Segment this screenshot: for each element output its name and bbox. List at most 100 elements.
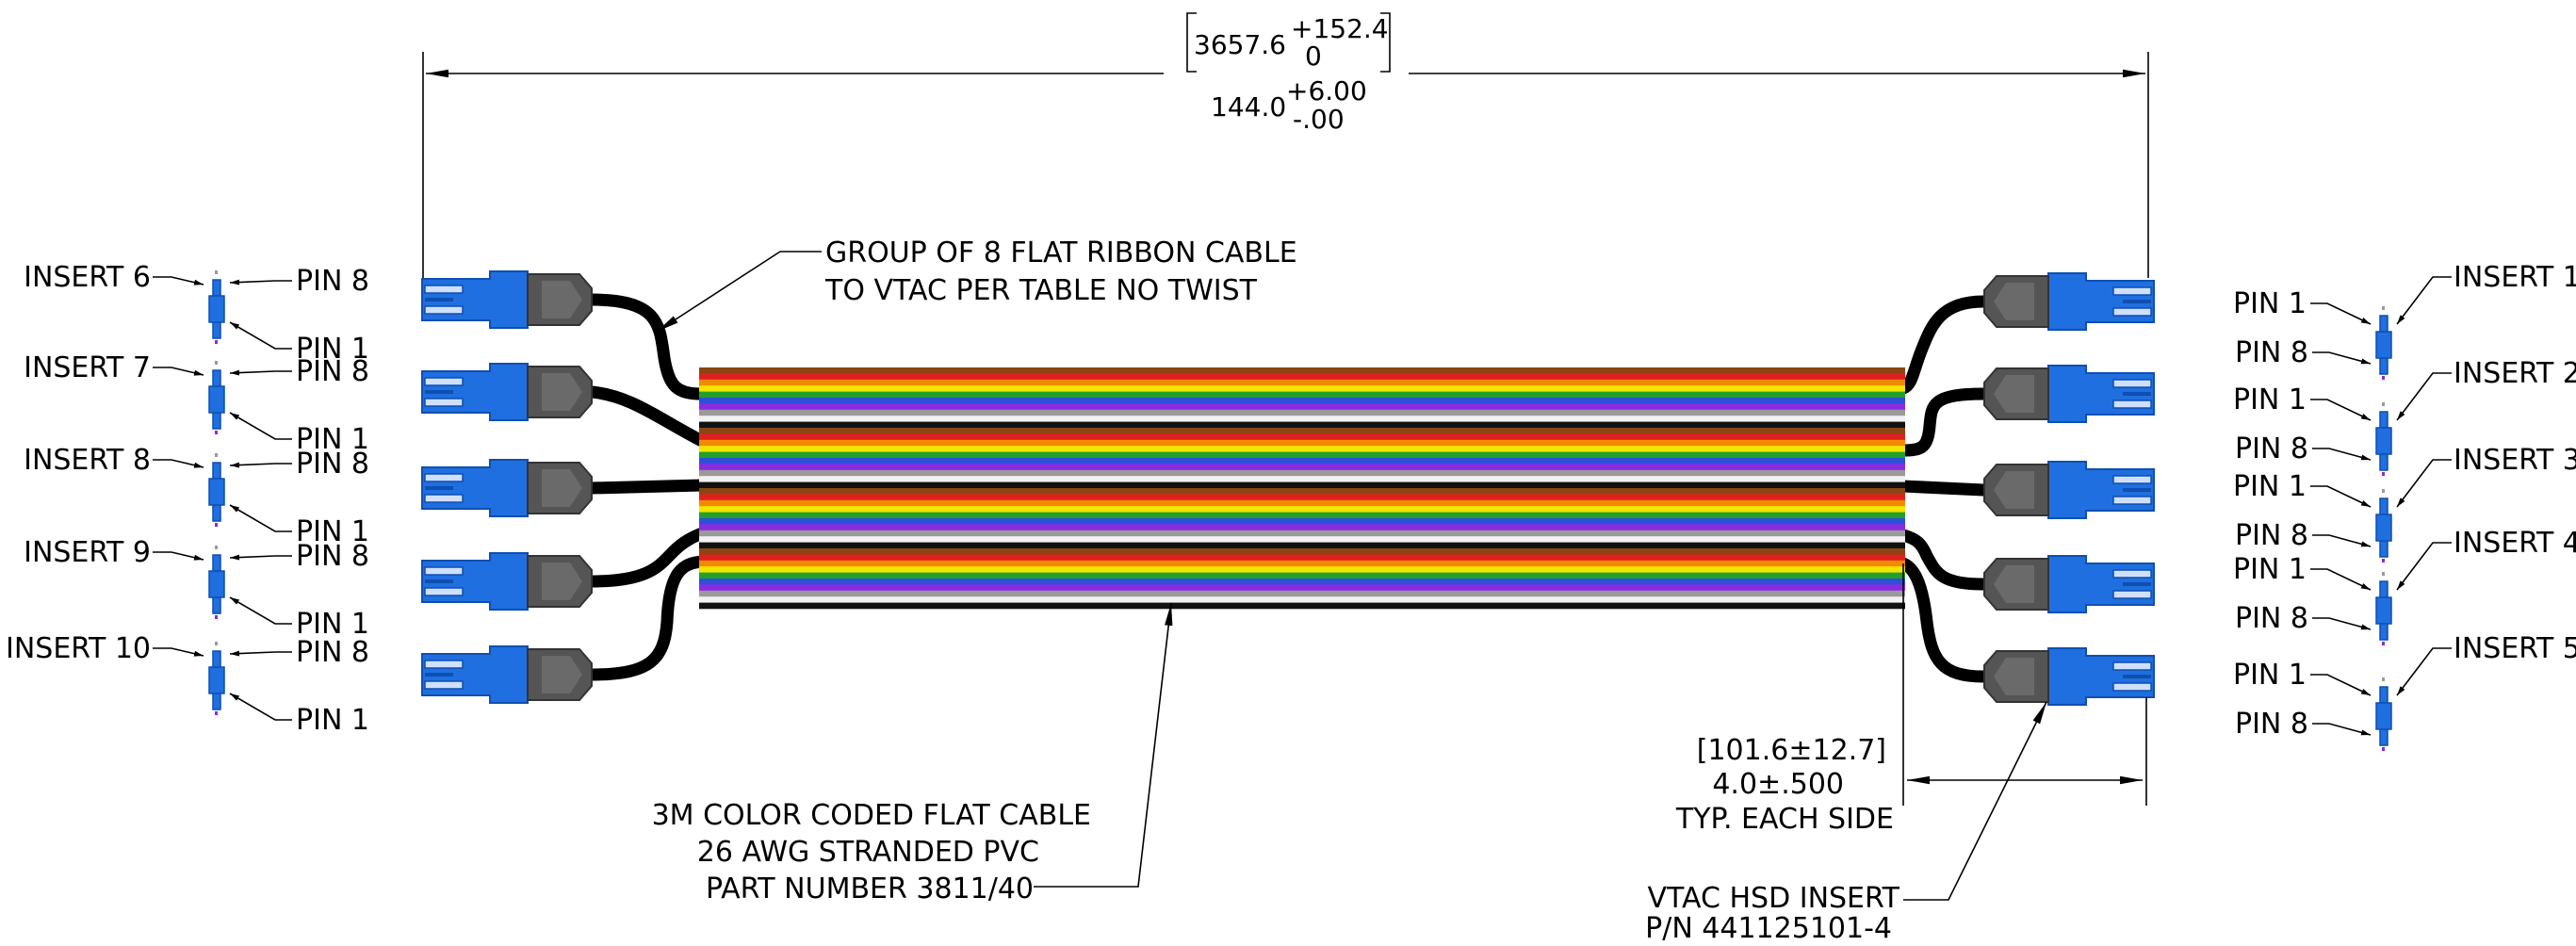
insert-wire-dot [2382, 642, 2385, 645]
ribbon-wire [699, 596, 1905, 603]
callout-flat-cable: 3M COLOR CODED FLAT CABLE 26 AWG STRANDE… [652, 602, 1173, 905]
ribbon-wire [699, 548, 1905, 555]
breakout-imperial: 4.0±.500 [1712, 768, 1844, 801]
pin-bottom-leader [2312, 617, 2372, 630]
insert-label: INSERT 1 [2454, 261, 2576, 294]
ribbon-wire [699, 391, 1905, 399]
breakout-note: TYP. EACH SIDE [1675, 803, 1894, 836]
pin-bottom-leader [229, 321, 292, 350]
ribbon-wire [699, 590, 1905, 597]
pin-label-top: PIN 1 [2233, 553, 2307, 586]
connector-boot-face [1994, 283, 2034, 320]
ribbon-wire [699, 554, 1905, 562]
pin-top-leader [229, 462, 292, 468]
connector-slot [2112, 286, 2152, 296]
insert-label: INSERT 10 [6, 632, 151, 665]
pin-label-top: PIN 1 [2233, 659, 2307, 692]
pin-bottom-leader [2312, 723, 2372, 736]
vtac-connector-left-4 [421, 552, 593, 611]
ribbon-wire [699, 373, 1905, 381]
insert-label-leader [2396, 372, 2452, 421]
insert-wire-dot [215, 615, 218, 619]
connector-boot-face [542, 656, 582, 693]
connector-slot [424, 473, 464, 482]
pin-label-bottom: PIN 1 [296, 704, 369, 737]
insert-wire-dot [2382, 306, 2385, 310]
insert-latch [208, 478, 225, 506]
pin-label-bottom: PIN 1 [296, 333, 369, 366]
pin-label-top: PIN 8 [296, 355, 369, 388]
connector-boot-face [542, 373, 582, 411]
connector-rib [2123, 488, 2151, 492]
pin-label-bottom: PIN 8 [2235, 519, 2308, 552]
insert-label-leader [2396, 459, 2452, 508]
insert-latch [208, 666, 225, 694]
pin-top-leader [2310, 399, 2372, 421]
ribbon-wire [699, 488, 1905, 495]
pin-label-top: PIN 1 [2233, 383, 2307, 416]
imperial-nominal: 144.0 [1211, 91, 1286, 122]
metric-tol-upper: +152.4 [1291, 13, 1389, 44]
insert-wire-dot [2382, 489, 2385, 493]
ribbon-wire [699, 499, 1905, 507]
connector-boot-face [1994, 471, 2034, 509]
connector-rib [2123, 582, 2151, 586]
metric-bracket-left [1186, 12, 1197, 73]
breakout-cable-right-1 [1897, 295, 1990, 395]
insert-wire-dot [215, 340, 218, 344]
insert-wire-dot [2382, 376, 2385, 380]
ribbon-wire [699, 584, 1905, 592]
ribbon-wire [699, 494, 1905, 501]
connector-slot [2112, 590, 2152, 599]
connector-slot [2112, 661, 2152, 671]
connector-boot-face [1994, 565, 2034, 603]
insert-latch [2375, 702, 2392, 730]
vtac-connector-left-5 [421, 645, 593, 704]
connector-boot-face [1994, 375, 2034, 413]
vtac-connector-left-1 [421, 270, 593, 329]
pin-bottom-leader [2312, 351, 2372, 365]
ribbon-wire [699, 367, 1905, 374]
connector-slot [2112, 307, 2152, 317]
ribbon-wire [699, 451, 1905, 459]
connector-boot-face [1994, 658, 2034, 695]
ribbon-wire [699, 560, 1905, 567]
insert-wire-dot [2382, 402, 2385, 406]
insert-wire-dot [2382, 677, 2385, 681]
ribbon-wire [699, 403, 1905, 411]
connector-slot [424, 398, 464, 407]
insert-label-leader [153, 367, 204, 376]
pin-top-leader [229, 554, 292, 561]
connector-rib [2123, 300, 2151, 303]
insert-label: INSERT 7 [24, 351, 151, 384]
connector-slot [424, 305, 464, 315]
connector-slot [2112, 379, 2152, 388]
insert-wire-dot [2382, 572, 2385, 576]
ribbon-group-line-2: TO VTAC PER TABLE NO TWIST [824, 274, 1258, 307]
right-connectors [1983, 272, 2155, 706]
metric-bracket-right [1380, 12, 1391, 73]
breakout-metric: [101.6±12.7] [1697, 734, 1886, 767]
insert-label-leader [153, 459, 204, 468]
breakout-cable-left-5 [585, 555, 709, 681]
ribbon-wire [699, 524, 1905, 531]
connector-slot [424, 566, 464, 576]
ribbon-wire [699, 446, 1905, 452]
pin-label-bottom: PIN 8 [2235, 336, 2308, 369]
connector-slot [424, 377, 464, 386]
pin-label-bottom: PIN 8 [2235, 432, 2308, 465]
vtac-connector-left-2 [421, 363, 593, 421]
pin-bottom-leader [2312, 448, 2372, 461]
ribbon-wire [699, 536, 1905, 543]
insert-label: INSERT 2 [2454, 357, 2576, 390]
connector-slot [424, 494, 464, 503]
connector-slot [424, 285, 464, 294]
